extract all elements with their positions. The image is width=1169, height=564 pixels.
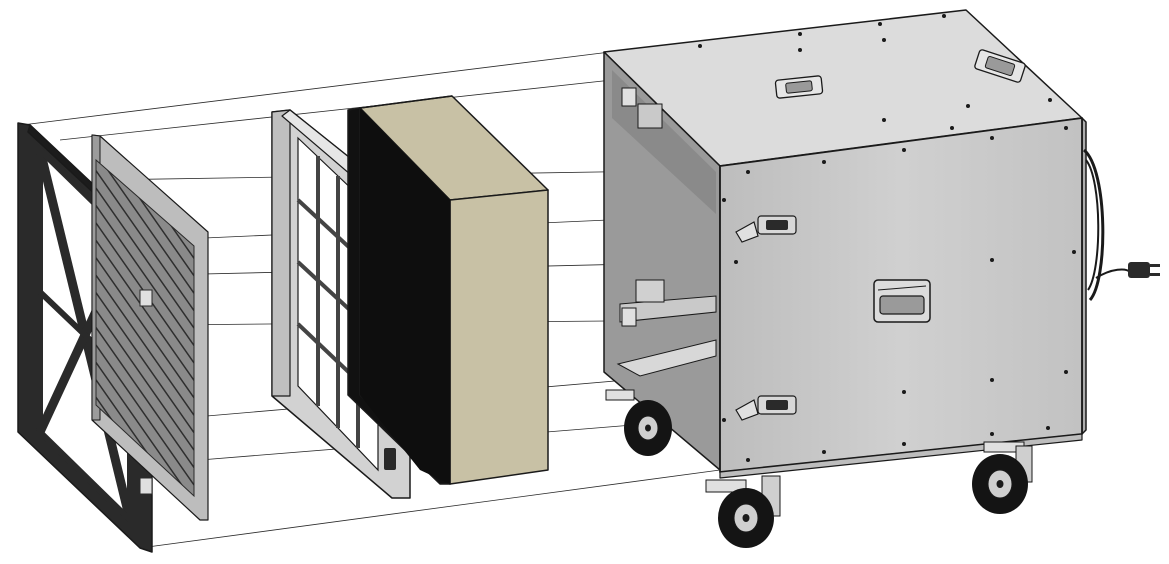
power-cord-coil: [1082, 148, 1160, 302]
latch-icon: [735, 395, 797, 421]
handle-icon: [974, 49, 1026, 83]
caster-wheel-icon: [705, 475, 781, 548]
guide-line: [59, 79, 613, 141]
guide-line: [21, 51, 611, 126]
latch-icon: [735, 215, 797, 243]
latch-icon: [384, 448, 396, 470]
handle-icon: [873, 279, 931, 323]
air-scrubber-housing: [603, 9, 1160, 479]
hepa-filter-cartridge: [347, 95, 549, 485]
handle-icon: [774, 75, 824, 99]
pleated-prefilter-panel: [91, 134, 209, 521]
caster-wheel-icon: [972, 441, 1033, 514]
caster-wheel-icon: [605, 389, 672, 456]
power-plug-icon: [1128, 262, 1160, 278]
guide-line: [139, 469, 721, 549]
